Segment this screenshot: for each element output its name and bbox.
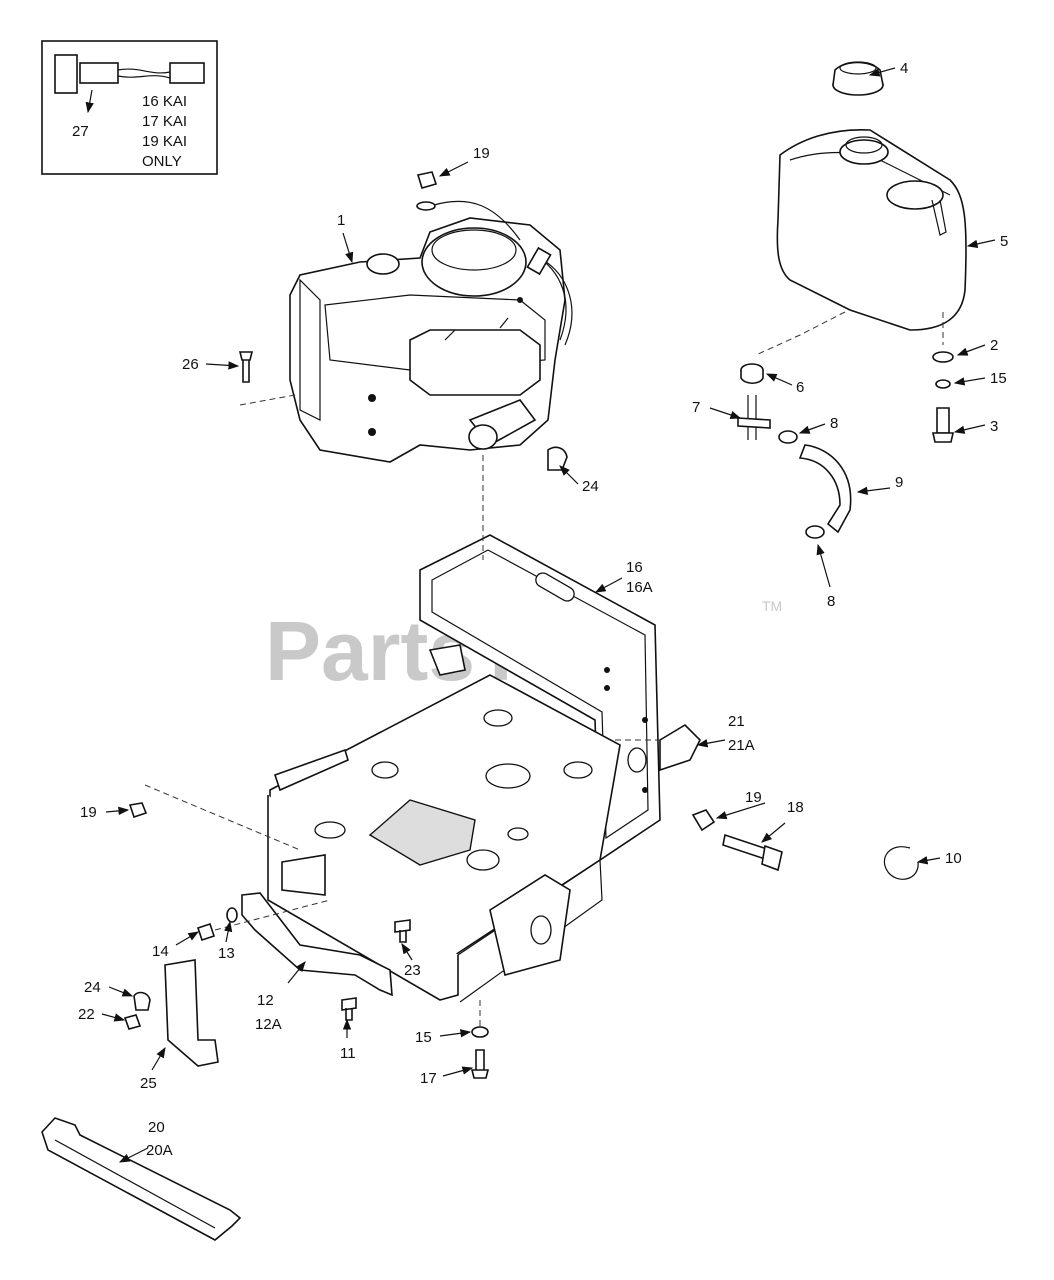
connector-right-icon	[169, 62, 205, 84]
callout-6: 6	[796, 379, 804, 396]
callout-14: 14	[152, 943, 169, 960]
engine	[289, 217, 573, 463]
fuel-cap	[832, 61, 884, 96]
inset-note-2: 17 KAI	[142, 113, 187, 130]
callout-18: 18	[787, 799, 804, 816]
watermark-trademark: TM	[762, 598, 782, 614]
nut-14	[196, 922, 216, 942]
bolt-23	[394, 919, 411, 943]
nut-19-left	[128, 802, 148, 819]
washer-15-bottom	[471, 1026, 489, 1038]
callout-4: 4	[900, 60, 908, 77]
callout-15-bottom: 15	[415, 1029, 432, 1046]
callout-8-bottom: 8	[827, 593, 835, 610]
callout-27: 27	[72, 123, 89, 140]
callout-21a: 21A	[728, 737, 755, 754]
callout-22: 22	[78, 1006, 95, 1023]
callout-19-left: 19	[80, 804, 97, 821]
callout-19-right: 19	[745, 789, 762, 806]
bolt-26	[238, 351, 254, 383]
callout-12: 12	[257, 992, 274, 1009]
recoil-starter-icon	[421, 227, 527, 297]
inset-note-1: 16 KAI	[142, 93, 187, 110]
shield-20	[41, 1117, 242, 1241]
callout-24-engine: 24	[582, 478, 599, 495]
callout-23: 23	[404, 962, 421, 979]
callout-1: 1	[337, 212, 345, 229]
bracket-25	[164, 959, 219, 1067]
bracket-21	[659, 723, 701, 772]
callout-7: 7	[692, 399, 700, 416]
bolt-11	[341, 997, 357, 1021]
fuel-tank	[776, 129, 967, 331]
callout-26: 26	[182, 356, 199, 373]
callout-17: 17	[420, 1070, 437, 1087]
nut-22	[123, 1014, 142, 1030]
callout-5: 5	[1000, 233, 1008, 250]
harness-inset: 27 16 KAI 17 KAI 19 KAI ONLY	[41, 40, 218, 175]
callout-3: 3	[990, 418, 998, 435]
leader-arrows	[101, 67, 996, 1163]
bolt-17	[470, 1049, 490, 1079]
inset-note-4: ONLY	[142, 153, 182, 170]
callout-labels: 1 19 4 5 2 15 3 26 6 7 8 9 8 24 16 16A 2…	[78, 60, 1008, 1159]
nut-washer-top	[416, 171, 521, 241]
clamp-24-bracket	[133, 991, 151, 1011]
plate-12	[241, 892, 393, 997]
callout-13: 13	[218, 945, 235, 962]
callout-21: 21	[728, 713, 745, 730]
callout-16: 16	[626, 559, 643, 576]
callout-19-top: 19	[473, 145, 490, 162]
clamp-24-engine	[547, 446, 568, 471]
washer-13	[226, 907, 238, 923]
callout-24-bracket: 24	[84, 979, 101, 996]
callout-16a: 16A	[626, 579, 653, 596]
bolt-18-assembly	[691, 809, 783, 872]
tank-mount-hardware	[932, 351, 954, 443]
callout-25: 25	[140, 1075, 157, 1092]
frame-cutout	[368, 799, 476, 866]
callout-9: 9	[895, 474, 903, 491]
alignment-lines	[144, 311, 944, 1028]
connector-left-icon	[54, 54, 78, 94]
callout-12a: 12A	[255, 1016, 282, 1033]
callout-20a: 20A	[146, 1142, 173, 1159]
callout-2: 2	[990, 337, 998, 354]
callout-10: 10	[945, 850, 962, 867]
callout-8-top: 8	[830, 415, 838, 432]
fuel-hose	[798, 444, 852, 534]
callout-20: 20	[148, 1119, 165, 1136]
fuel-line-parts	[737, 363, 852, 539]
inset-note-3: 19 KAI	[142, 133, 187, 150]
callout-11: 11	[340, 1045, 356, 1062]
callout-15-tank: 15	[990, 370, 1007, 387]
retaining-ring-10	[883, 846, 919, 880]
